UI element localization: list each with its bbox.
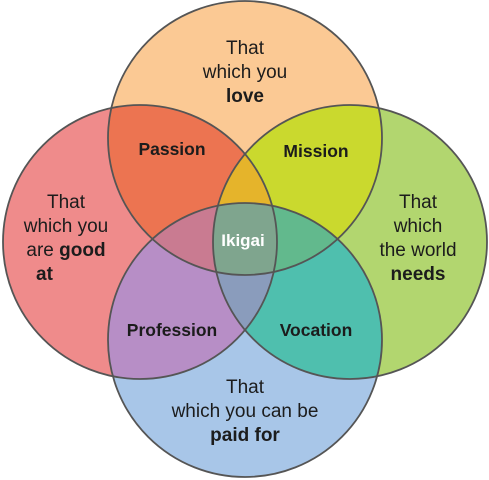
paid-for-text: That which you can be paid for [171,377,319,446]
paid-line-1: That [226,377,265,398]
world-line-1: That [399,192,438,213]
good-at-line-3: are good [26,240,105,261]
world-line-4: needs [391,264,446,285]
good-at-line-2: which you [23,216,109,237]
world-line-3: the world [379,240,456,261]
ikigai-label: Ikigai [221,231,264,250]
mission-label: Mission [283,141,348,161]
good-at-text: That which you are good at [23,192,109,285]
love-line-2: which you [202,62,288,83]
good-at-line-1: That [47,192,86,213]
world-needs-text: That which the world needs [379,192,456,285]
love-line-3: love [226,86,264,107]
world-line-2: which [393,216,443,237]
good-at-bold: good [59,240,105,261]
passion-label: Passion [138,139,205,159]
paid-line-2: which you can be [171,401,319,422]
love-text: That which you love [202,38,288,107]
vocation-label: Vocation [280,320,353,340]
paid-line-3: paid for [210,425,280,446]
love-line-1: That [226,38,265,59]
good-at-line-4: at [36,264,54,285]
profession-label: Profession [127,320,217,340]
good-at-prefix: are [26,240,59,261]
